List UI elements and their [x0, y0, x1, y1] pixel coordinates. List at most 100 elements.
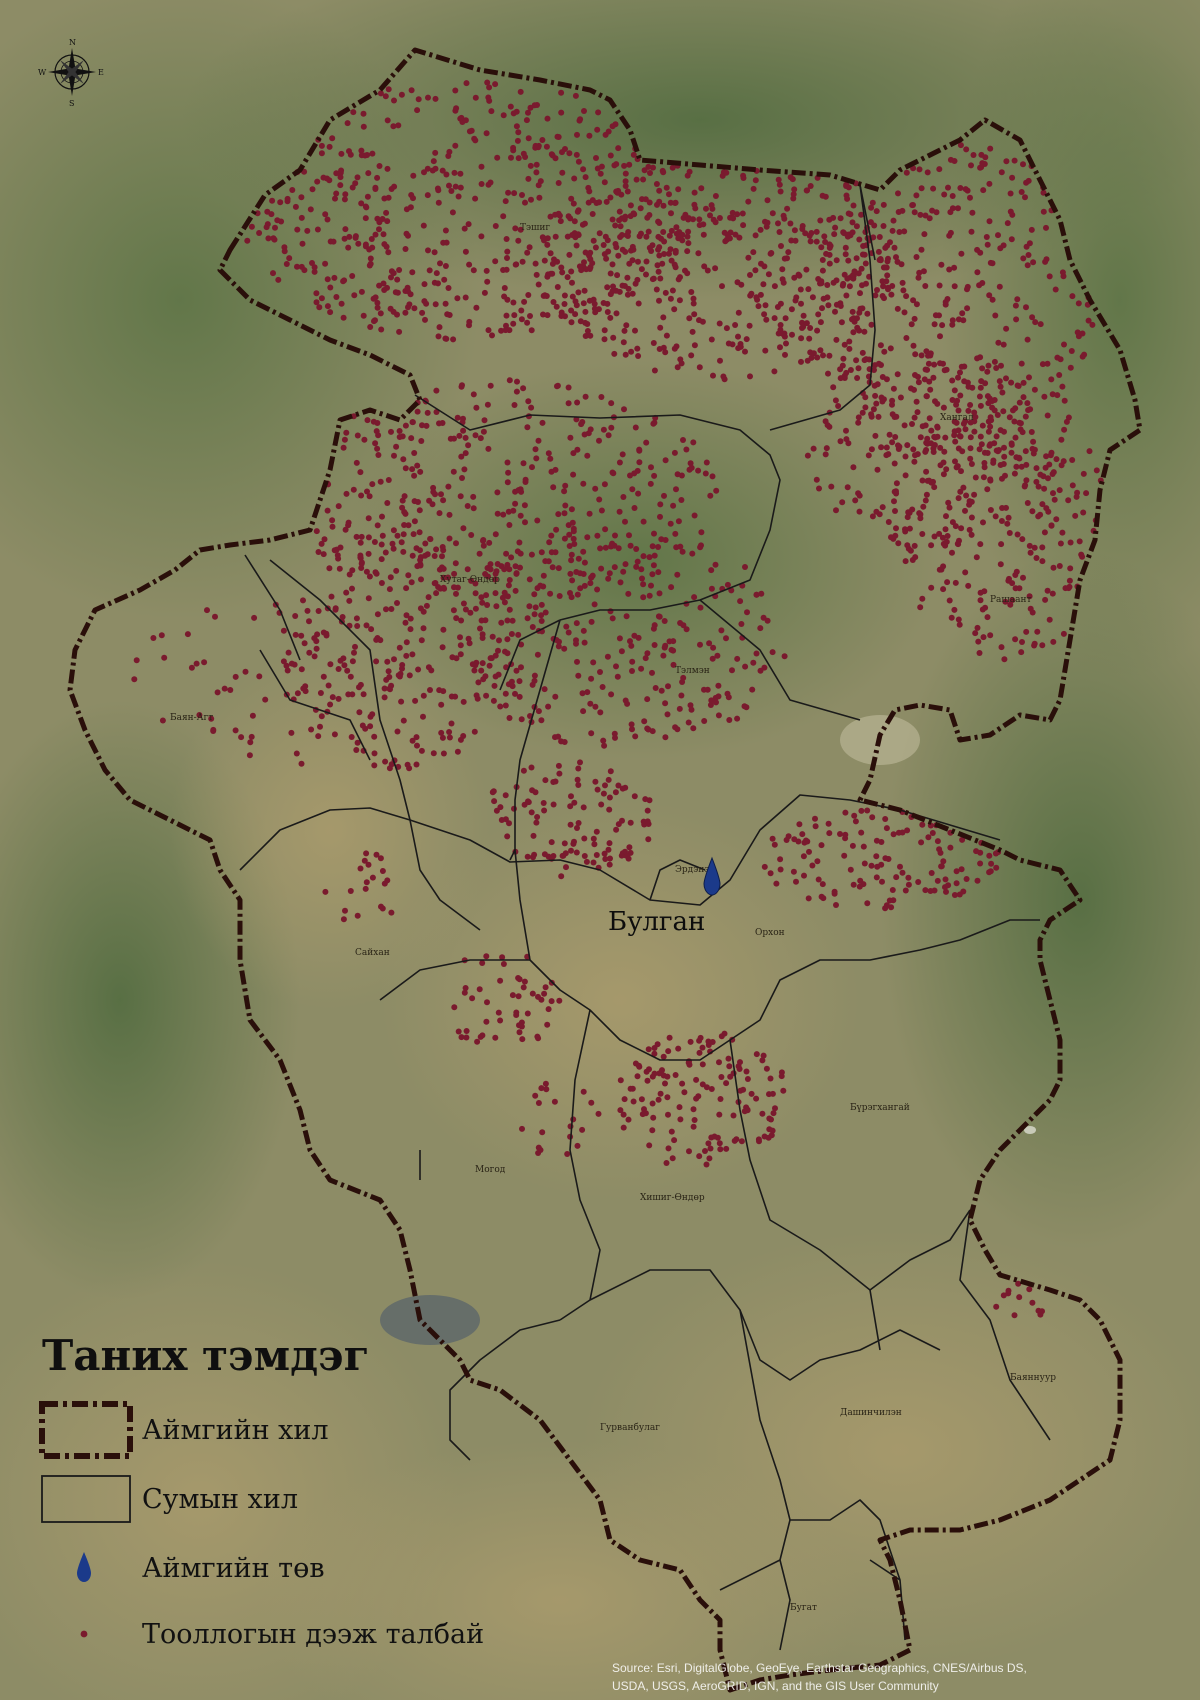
- legend-item-province-boundary: Аймгийн хил: [39, 1401, 329, 1459]
- sample-dot: [955, 495, 962, 502]
- sample-dot: [874, 287, 880, 293]
- sample-dot: [503, 550, 510, 557]
- sample-dot: [532, 446, 539, 453]
- sample-dot: [649, 1127, 656, 1134]
- sample-dot: [624, 274, 631, 281]
- sample-dot: [640, 581, 647, 588]
- sample-dot: [465, 442, 472, 449]
- sample-dot: [978, 151, 985, 158]
- sample-dot: [911, 386, 917, 393]
- compass-s: S: [69, 99, 74, 108]
- sample-dot: [609, 123, 616, 130]
- sample-dot: [717, 357, 723, 364]
- sample-dot: [430, 158, 437, 165]
- sample-dot: [1050, 564, 1057, 571]
- sample-dot: [388, 428, 394, 435]
- sample-dot: [346, 597, 353, 604]
- sample-dot: [470, 267, 477, 274]
- sample-dot: [594, 532, 601, 539]
- sample-dot: [911, 542, 918, 549]
- sample-dot: [584, 328, 591, 334]
- sample-dot: [1000, 1292, 1007, 1299]
- sample-dot: [843, 427, 849, 434]
- sample-dot: [685, 1059, 692, 1066]
- sample-dot: [362, 885, 369, 892]
- sample-dot: [327, 701, 334, 708]
- sample-dot: [986, 395, 993, 402]
- sample-dot: [849, 219, 856, 226]
- sample-dot: [401, 509, 408, 515]
- sample-dot: [742, 348, 748, 355]
- sample-dot: [888, 291, 895, 298]
- sample-dot: [370, 295, 377, 302]
- sample-dot: [426, 267, 433, 274]
- sample-dot: [188, 664, 195, 671]
- sample-dot: [363, 879, 370, 886]
- sample-dot: [1043, 453, 1050, 460]
- sample-dot: [457, 651, 464, 658]
- sample-dot: [805, 286, 812, 293]
- sample-dot: [946, 597, 953, 604]
- sample-dot: [807, 183, 814, 189]
- sample-dot: [960, 888, 967, 895]
- sample-dot: [365, 861, 372, 868]
- sample-dot: [704, 267, 711, 274]
- sample-dot: [1056, 563, 1063, 569]
- sample-dot: [340, 916, 347, 923]
- sample-dot: [615, 145, 622, 152]
- sample-dot: [462, 117, 469, 124]
- sample-dot: [847, 866, 854, 873]
- sample-dot: [759, 1057, 766, 1064]
- sample-dot: [516, 1029, 523, 1036]
- sample-dot: [930, 374, 937, 381]
- sample-dot: [957, 392, 964, 399]
- sample-dot: [617, 223, 624, 230]
- sample-dot: [424, 192, 431, 199]
- sample-dot: [919, 595, 926, 602]
- sample-dot: [347, 888, 354, 894]
- sample-dot: [640, 553, 647, 560]
- sample-dot: [1004, 220, 1011, 227]
- sample-dot: [471, 728, 478, 735]
- sample-dot: [843, 183, 850, 189]
- sample-dot: [758, 590, 765, 597]
- sample-dot: [687, 702, 694, 709]
- sample-dot: [837, 438, 844, 445]
- sample-dot: [159, 717, 166, 724]
- legend-item-sample: Тооллогын дээж талбай: [80, 1619, 484, 1650]
- sample-dot: [753, 1095, 760, 1102]
- sample-dot: [617, 579, 624, 586]
- sample-dot: [634, 345, 641, 352]
- sample-dot: [601, 327, 608, 334]
- sample-dot: [533, 161, 540, 168]
- sample-dot: [620, 339, 627, 346]
- sample-dot: [585, 199, 592, 206]
- sample-dot: [298, 632, 305, 639]
- sample-plot-points: [131, 79, 1104, 1319]
- sample-dot: [605, 776, 612, 783]
- sample-dot: [850, 464, 857, 471]
- sample-dot: [495, 1009, 502, 1016]
- sample-dot: [779, 266, 786, 273]
- sample-dot: [804, 452, 811, 459]
- sample-dot: [923, 393, 930, 400]
- sample-dot: [342, 191, 349, 198]
- sample-dot: [1007, 190, 1014, 197]
- sample-dot: [550, 299, 557, 305]
- sample-dot: [927, 888, 934, 894]
- sample-dot: [690, 439, 697, 446]
- sample-dot: [612, 734, 618, 741]
- sample-dot: [738, 1138, 745, 1145]
- sample-dot: [675, 276, 682, 283]
- sample-dot: [944, 579, 951, 586]
- sample-dot: [529, 990, 536, 997]
- sample-dot: [612, 532, 618, 539]
- sample-dot: [676, 297, 683, 304]
- sample-dot: [565, 629, 572, 636]
- sample-dot: [1045, 475, 1051, 482]
- sample-dot: [644, 818, 651, 825]
- sample-dot: [918, 246, 925, 253]
- sample-dot: [977, 384, 984, 391]
- sample-dot: [904, 514, 911, 521]
- sample-dot: [643, 233, 650, 240]
